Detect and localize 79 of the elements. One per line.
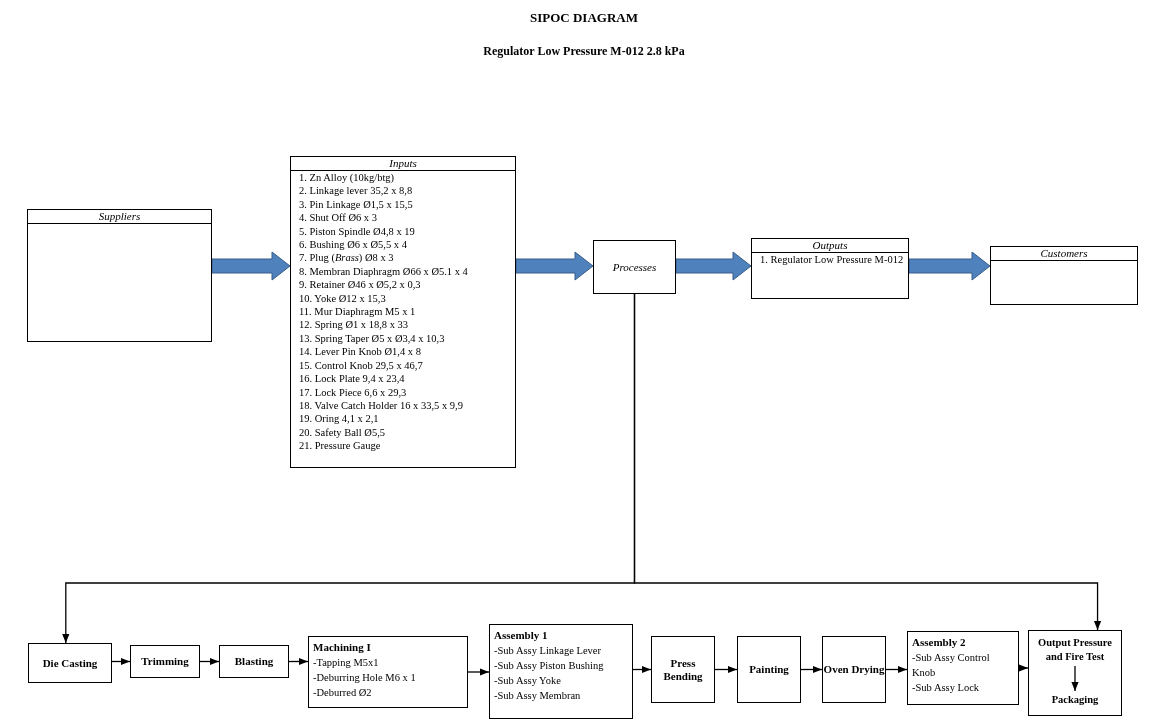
- step-detail: -Sub Assy Piston Bushing: [494, 659, 605, 673]
- step-detail: -Sub Assy Membran: [494, 689, 582, 703]
- block-arrow: [908, 251, 991, 281]
- arrow: [885, 665, 908, 674]
- list-item: 9. Retainer Ø46 x Ø5,2 x 0,3: [298, 278, 422, 292]
- step-label: Packaging: [1051, 693, 1099, 707]
- list-item: 11. Mur Diaphragm M5 x 1: [298, 305, 417, 319]
- list-item: 6. Bushing Ø6 x Ø5,5 x 4: [298, 238, 408, 252]
- list-item: 13. Spring Taper Ø5 x Ø3,4 x 10,3: [298, 331, 446, 346]
- box-heading: Suppliers: [28, 210, 211, 224]
- list-item: 5. Piston Spindle Ø4,8 x 19: [298, 224, 416, 239]
- step-detail: -Sub Assy Yoke: [494, 674, 562, 688]
- process-box: [219, 645, 289, 678]
- list-item: 12. Spring Ø1 x 18,8 x 33: [298, 318, 410, 332]
- arrow: [714, 665, 738, 674]
- list-item: 19. Oring 4,1 x 2,1: [298, 412, 380, 426]
- step-heading: Machining I: [313, 640, 372, 655]
- step-detail: -Deburred Ø2: [313, 686, 373, 700]
- step-label: Trimming: [141, 655, 189, 668]
- process-box: [737, 636, 801, 703]
- process-box: [593, 240, 676, 294]
- arrow: [632, 665, 652, 674]
- arrow: [199, 657, 220, 666]
- box-heading: Customers: [991, 247, 1137, 261]
- step-detail: -Tapping M5x1: [313, 656, 380, 670]
- list-item: 21. Pressure Gauge: [298, 439, 382, 453]
- step-label: Output Pressure and Fire Test: [1037, 636, 1113, 664]
- step-detail: -Sub Assy Lock: [912, 681, 981, 695]
- list-item: 4. Shut Off Ø6 x 3: [298, 211, 378, 225]
- diagram-title: SIPOC DIAGRAM: [529, 10, 639, 26]
- sipoc-box: [990, 246, 1138, 305]
- step-label: Painting: [749, 663, 789, 676]
- list-item: 3. Pin Linkage Ø1,5 x 15,5: [298, 197, 414, 212]
- sipoc-box: [751, 238, 909, 299]
- process-box: [308, 636, 468, 708]
- process-box: [907, 631, 1019, 705]
- list-item: 10. Yoke Ø12 x 15,3: [298, 291, 387, 306]
- arrow: [800, 665, 823, 674]
- diagram-subtitle: Regulator Low Pressure M-012 2.8 kPa: [482, 44, 686, 59]
- step-label: Press Bending: [662, 656, 704, 683]
- step-label: Processes: [612, 260, 657, 274]
- sipoc-box: [290, 156, 516, 468]
- arrow: [467, 668, 490, 676]
- list-item: 1. Zn Alloy (10kg/btg): [298, 171, 396, 185]
- process-box: [130, 645, 200, 678]
- arrow: [633, 293, 1102, 631]
- box-heading: Inputs: [291, 157, 515, 171]
- box-heading: Outputs: [752, 239, 908, 253]
- list-item: 7. Plug (Brass) Ø8 x 3: [298, 251, 395, 265]
- sipoc-box: [27, 209, 212, 342]
- list-item: 14. Lever Pin Knob Ø1,4 x 8: [298, 345, 422, 359]
- step-heading: Assembly 1: [494, 628, 549, 643]
- step-detail: -Deburring Hole M6 x 1: [313, 671, 417, 685]
- block-arrow: [675, 251, 752, 281]
- arrow: [1018, 664, 1029, 672]
- list-item: 15. Control Knob 29,5 x 46,7: [298, 358, 424, 373]
- step-label: Oven Drying: [823, 663, 885, 676]
- step-detail: -Sub Assy Linkage Lever: [494, 644, 603, 658]
- list-item: 8. Membran Diaphragm Ø66 x Ø5.1 x 4: [298, 264, 469, 279]
- list-item: 20. Safety Ball Ø5,5: [298, 425, 387, 440]
- block-arrow: [515, 251, 594, 281]
- step-label: Die Casting: [42, 656, 98, 670]
- list-item: 16. Lock Plate 9,4 x 23,4: [298, 372, 406, 386]
- step-detail: -Sub Assy Control Knob: [912, 651, 991, 680]
- process-box: [28, 643, 112, 683]
- step-label: Blasting: [234, 655, 274, 668]
- list-item: 18. Valve Catch Holder 16 x 33,5 x 9,9: [298, 398, 464, 413]
- arrow: [1071, 665, 1079, 692]
- list-item: 2. Linkage lever 35,2 x 8,8: [298, 184, 414, 198]
- step-heading: Assembly 2: [912, 635, 967, 650]
- list-item: 1. Regulator Low Pressure M-012: [759, 253, 905, 267]
- process-box: [651, 636, 715, 703]
- list-item: 17. Lock Piece 6,6 x 29,3: [298, 385, 408, 399]
- block-arrow: [211, 251, 291, 281]
- arrow: [288, 657, 309, 666]
- process-box: [822, 636, 886, 703]
- process-box: [489, 624, 633, 719]
- arrow: [111, 657, 131, 666]
- process-box: [1028, 630, 1122, 716]
